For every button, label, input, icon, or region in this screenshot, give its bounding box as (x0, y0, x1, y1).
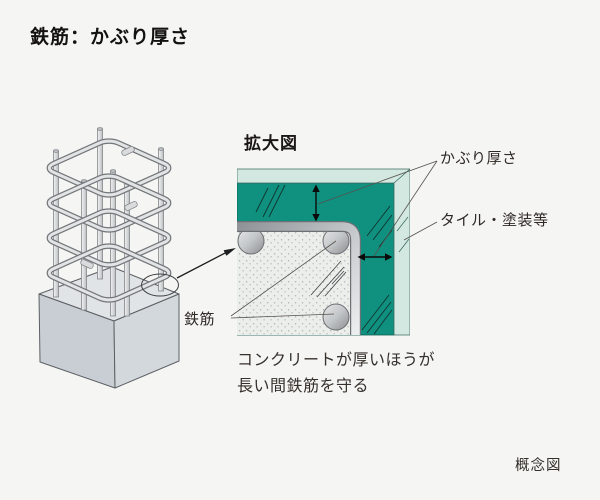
concrete-core (237, 227, 351, 335)
enlarged-section (237, 168, 410, 336)
bar-couplers (80, 146, 138, 269)
enlarged-view-heading: 拡大図 (244, 134, 298, 153)
label-cover-thickness: かぶり厚さ (440, 150, 518, 167)
foundation-block (38, 266, 180, 389)
stirrup-band (237, 221, 361, 335)
leader-rebar-to-bottom-circle (230, 313, 335, 319)
rebar-circle (322, 303, 350, 331)
hoop-stirrups (44, 139, 174, 303)
leader-rebar-to-top-circle (230, 240, 337, 317)
concrete-shine-lines (310, 260, 347, 298)
leader-tile-to-finish-layer (403, 221, 438, 241)
leader-cover-to-vertical-arrow (317, 160, 438, 205)
page-title: 鉄筋：かぶり厚さ (30, 27, 191, 48)
leader-lines (230, 160, 438, 319)
magnifier-ellipse (141, 273, 179, 297)
note-line-1: コンクリートが厚いほうが (237, 352, 436, 369)
leader-cover-to-horizontal-arrow (373, 160, 438, 257)
label-tile-paint: タイル・塗装等 (440, 212, 549, 229)
vertical-double-arrow-icon (312, 184, 320, 222)
label-rebar: 鉄筋 (184, 311, 216, 328)
note-line-2: 長い間鉄筋を守る (237, 378, 370, 395)
horizontal-double-arrow-icon (357, 253, 393, 261)
pointer-arrow-icon (176, 248, 236, 279)
rebar-cage (44, 127, 174, 317)
concept-diagram-caption: 概念図 (515, 458, 562, 474)
